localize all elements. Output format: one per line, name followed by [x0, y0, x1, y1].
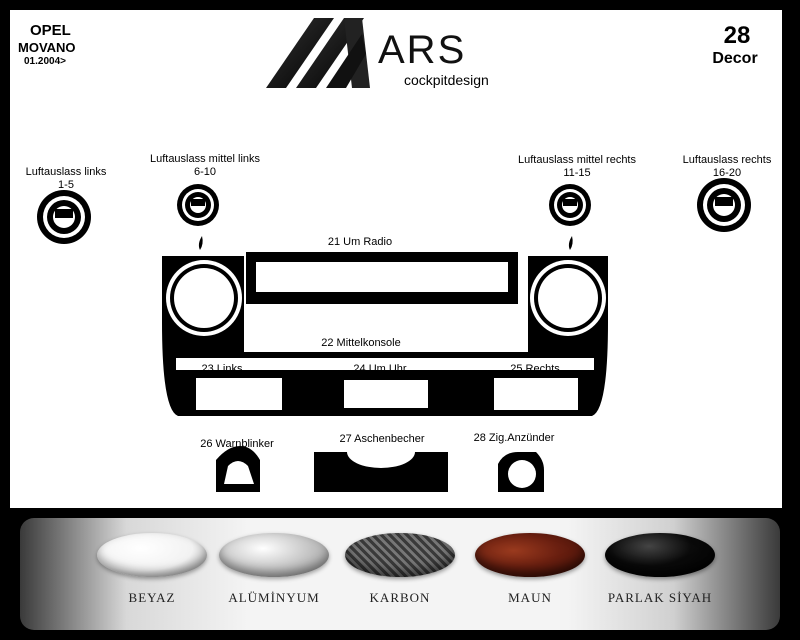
uhr-label: 24 Um Uhr	[353, 363, 407, 375]
vent-mid-right-range: 11-15	[563, 167, 591, 179]
car-make: OPEL	[30, 22, 71, 39]
car-year: 01.2004>	[24, 56, 66, 67]
vent-left-range: 1-5	[58, 179, 74, 191]
vent-mid-left-range: 6-10	[193, 166, 217, 178]
finish-label-5: PARLAK SİYAH	[607, 590, 713, 605]
finish-label-4: MAUN	[508, 590, 552, 605]
finish-label-3: KARBON	[369, 590, 431, 605]
lighter-part	[498, 452, 544, 492]
vent-right-part	[697, 178, 751, 232]
vent-mid-right-part	[549, 184, 591, 250]
vent-mid-left-part	[177, 184, 219, 250]
logo-mark-icon	[266, 18, 370, 88]
vent-right-name: Luftauslass rechts	[682, 154, 772, 166]
logo-subtitle: cockpitdesign	[404, 72, 489, 88]
finish-swatch-2	[219, 533, 329, 577]
finish-swatch-5	[605, 533, 715, 577]
ashtray-label: 27 Aschenbecher	[339, 433, 425, 445]
finish-label-1: BEYAZ	[128, 590, 176, 605]
console-label: 22 Mittelkonsole	[321, 337, 401, 349]
finish-swatch-1	[97, 533, 207, 577]
car-model: MOVANO	[18, 40, 76, 55]
vent-mid-right-name: Luftauslass mittel rechts	[518, 154, 636, 166]
hazard-label: 26 Warnblinker	[200, 438, 274, 450]
radio-frame-part	[246, 252, 518, 304]
radio-label: 21 Um Radio	[327, 236, 393, 248]
piece-count: 28	[723, 22, 751, 49]
links-label: 23 Links	[201, 363, 243, 375]
vent-left-name: Luftauslass links	[25, 166, 107, 178]
vent-right-range: 16-20	[712, 167, 742, 179]
ashtray-part	[314, 436, 448, 492]
piece-count-label: Decor	[712, 50, 758, 67]
vent-left-part	[37, 190, 91, 244]
hazard-switch-part	[216, 446, 260, 492]
finish-swatch-3	[345, 533, 455, 577]
vent-mid-left-name: Luftauslass mittel links	[149, 153, 261, 165]
dashboard-parts-drawing	[37, 178, 751, 492]
rechts-label: 25 Rechts	[510, 363, 560, 375]
lighter-label: 28 Zig.Anzünder	[473, 432, 555, 444]
finish-swatch-4	[475, 533, 585, 577]
mars-logo: ARS cockpitdesign	[262, 14, 542, 94]
center-console-part	[162, 256, 608, 416]
finish-label-2: ALÜMİNYUM	[228, 590, 320, 605]
logo-text: ARS	[378, 28, 467, 72]
